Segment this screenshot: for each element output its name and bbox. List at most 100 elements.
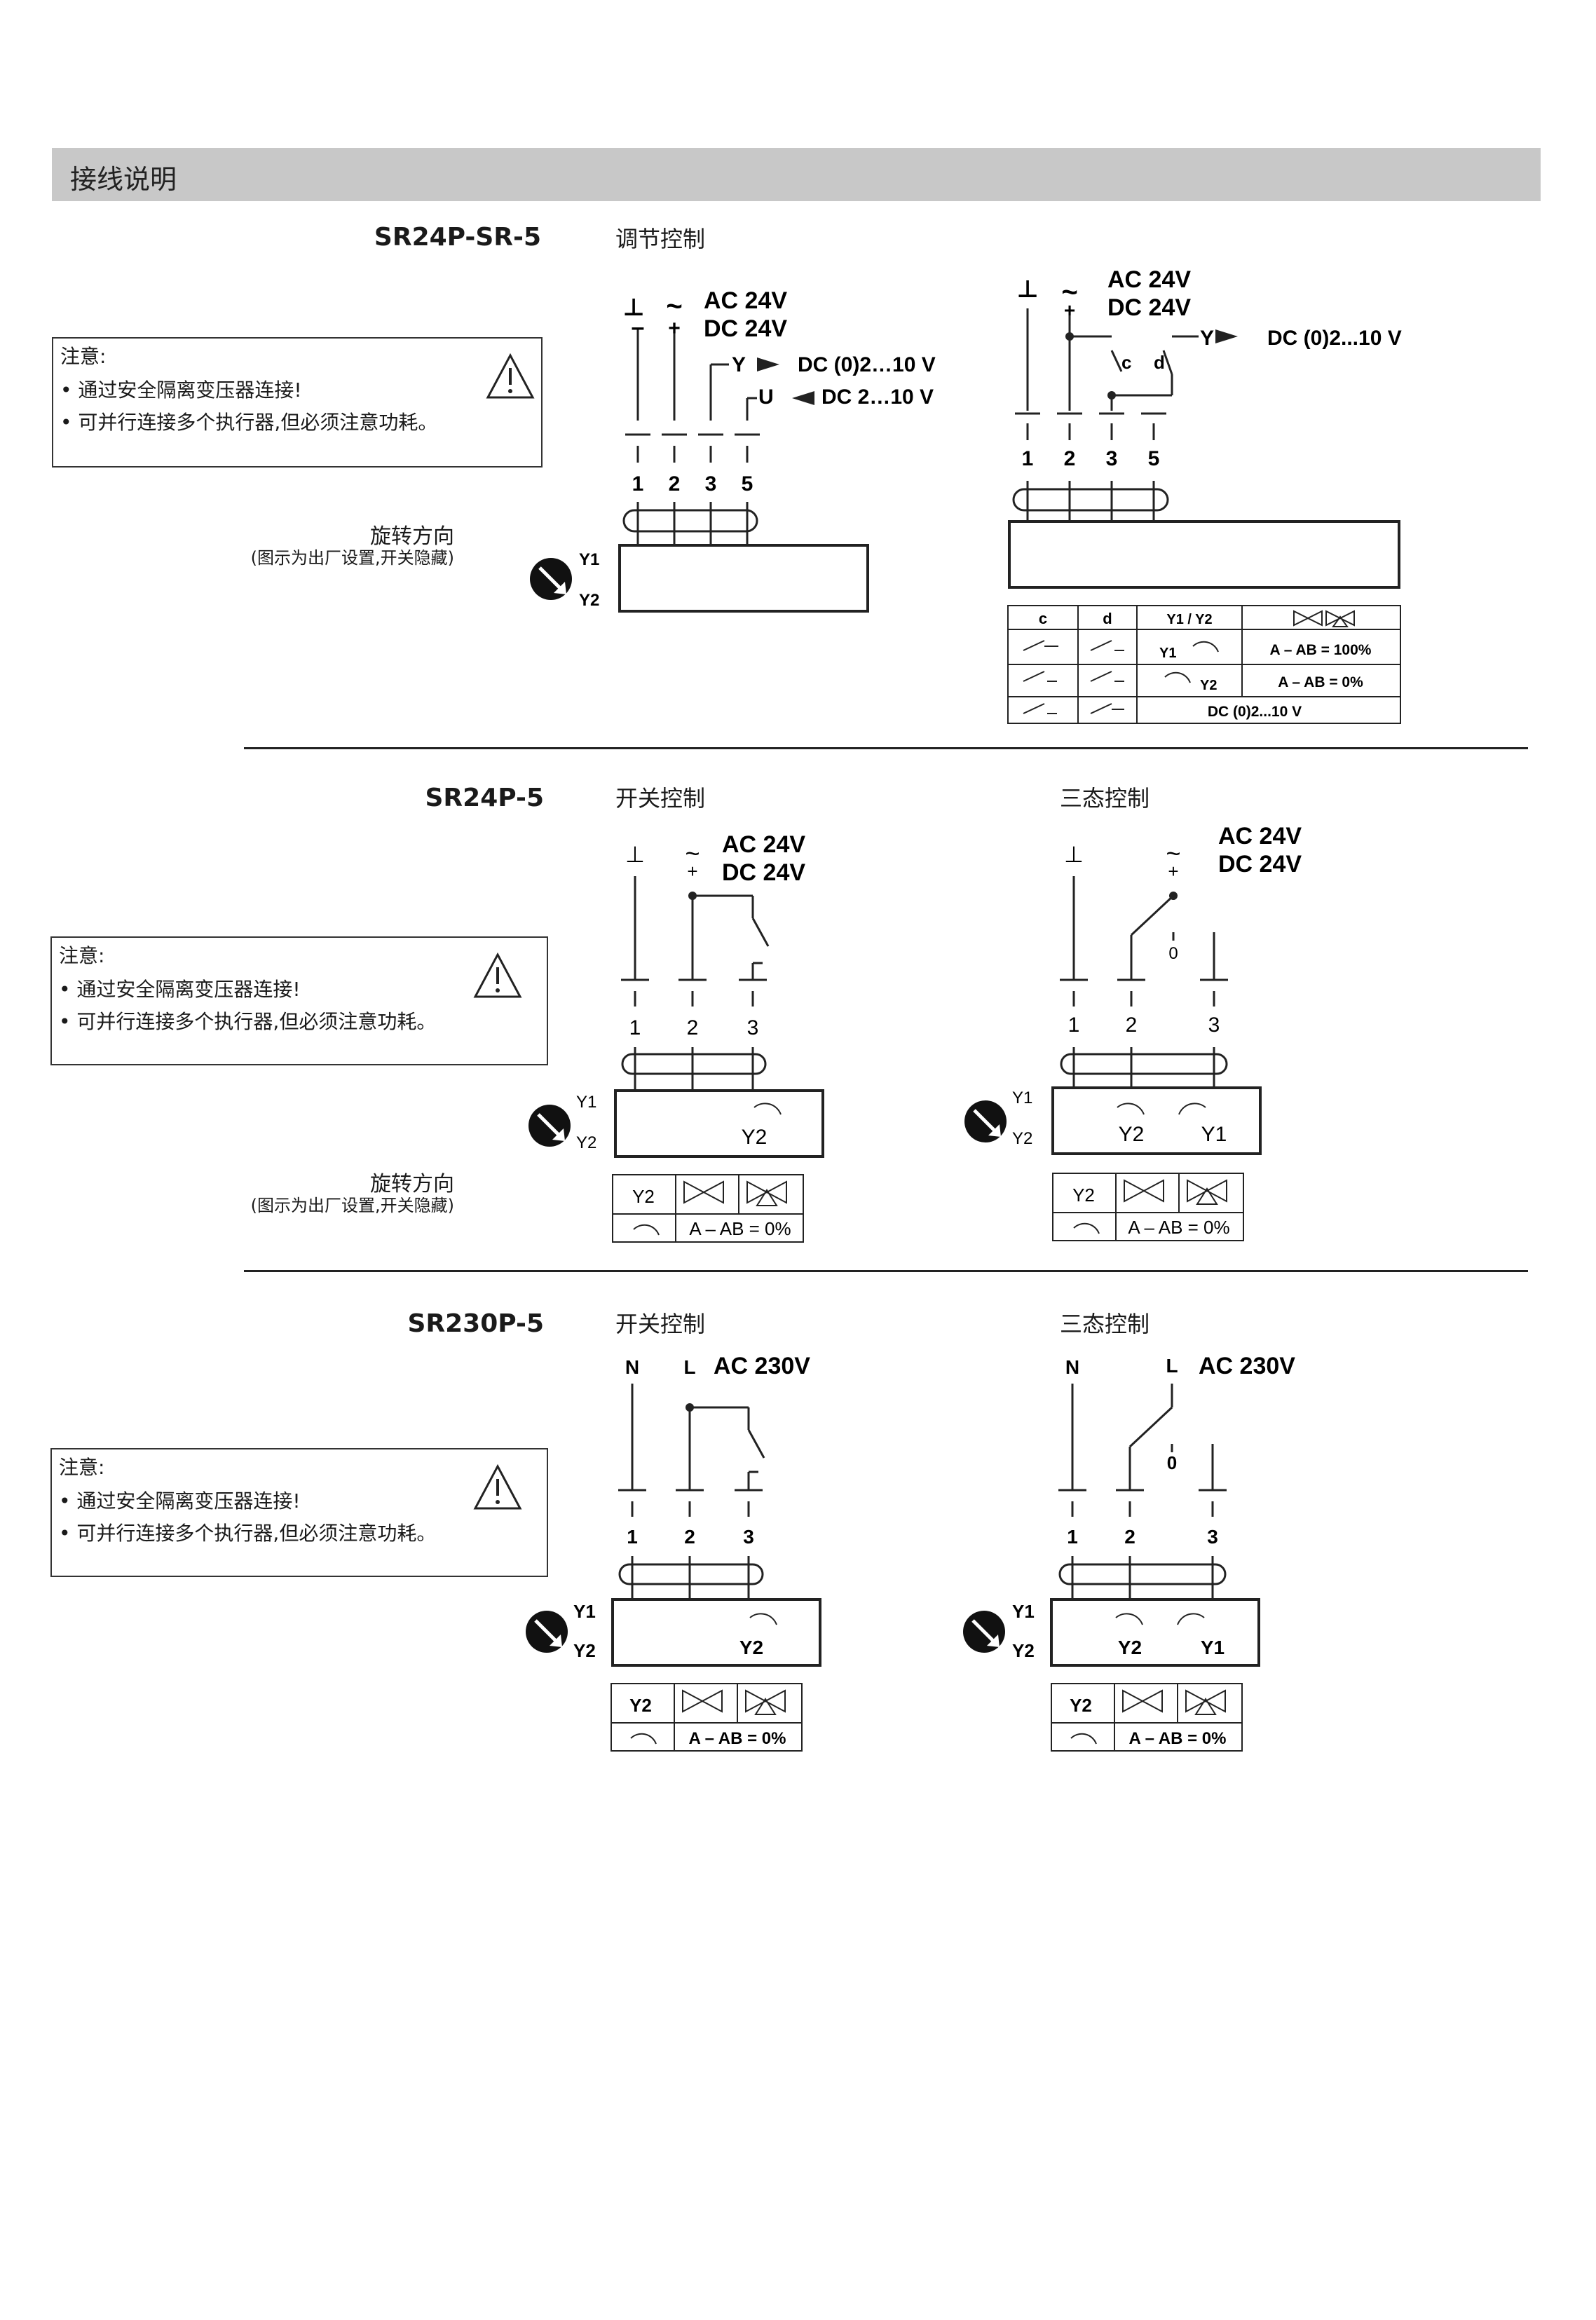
- rotation-knob-icon: [526, 1611, 568, 1653]
- diagram-label: Y2: [1070, 1695, 1092, 1716]
- wiring-diagram-sr24p-sr-5: ⊥ – ~ + AC 24V DC 24V Y DC (0)2…10 V U D…: [530, 266, 1402, 724]
- diagram-label: 3: [1208, 1014, 1220, 1037]
- note-line-1: • 通过安全隔离变压器连接!: [59, 978, 301, 1001]
- diagram-label: 3: [1106, 447, 1118, 470]
- note-title: 注意:: [59, 944, 105, 967]
- diagram-label: Y1: [1201, 1637, 1225, 1658]
- diagram-label: DC (0)2...10 V: [1267, 327, 1402, 350]
- diagram-label: Y2: [1119, 1123, 1145, 1146]
- diagram-label: A – AB = 0%: [1128, 1217, 1229, 1238]
- diagram-label: Y1: [1012, 1601, 1035, 1622]
- diagram-label: 2: [687, 1016, 699, 1039]
- warning-icon: [473, 1463, 522, 1510]
- diagram-label: 5: [1148, 447, 1160, 470]
- diagram-label: DC 2…10 V: [821, 385, 934, 409]
- control-type-onoff: 开关控制: [615, 785, 706, 812]
- diagram-label: ⊥: [625, 842, 645, 867]
- diagram-label: DC 24V: [1107, 294, 1191, 321]
- diagram-label: 2: [1126, 1014, 1138, 1037]
- diagram-label: 1: [1067, 1526, 1078, 1548]
- diagram-label: d: [1154, 352, 1165, 373]
- diagram-label: Y2: [573, 1640, 596, 1661]
- diagram-label: Y1: [1201, 1123, 1227, 1146]
- diagram-label: Y: [1200, 327, 1214, 350]
- control-type-3point-230: 三态控制: [1060, 1311, 1150, 1337]
- diagram-label: U: [758, 385, 774, 409]
- diagram-label: 2: [684, 1526, 695, 1548]
- control-type-onoff-230: 开关控制: [615, 1311, 706, 1337]
- diagram-label: Y1: [576, 1093, 596, 1112]
- diagram-label: AC 24V: [1107, 266, 1191, 293]
- diagram-label: AC 24V: [1218, 823, 1302, 849]
- diagram-label: AC 24V: [722, 831, 805, 858]
- diagram-label: d: [1103, 610, 1112, 627]
- diagram-label: Y1: [1012, 1089, 1032, 1107]
- diagram-label: 1: [1068, 1014, 1080, 1037]
- diagram-label: 3: [1207, 1526, 1218, 1548]
- supply-label-ac: AC 24V: [704, 287, 787, 314]
- diagram-label: DC 24V: [1218, 851, 1302, 878]
- warning-icon: [473, 952, 522, 998]
- diagram-label: Y2: [1012, 1640, 1035, 1661]
- diagram-label: N: [1065, 1356, 1079, 1378]
- diagram-label: Y2: [632, 1186, 655, 1207]
- diagram-label: c: [1039, 610, 1047, 627]
- rotation-knob-icon: [528, 1105, 571, 1147]
- diagram-label: A – AB = 0%: [689, 1218, 791, 1239]
- diagram-label: Y1 / Y2: [1166, 612, 1212, 627]
- diagram-label: Y2: [1072, 1185, 1095, 1206]
- diagram-label: DC (0)2...10 V: [1208, 704, 1302, 720]
- diagram-label: AC 230V: [714, 1353, 810, 1379]
- section-header: 接线说明: [52, 148, 1541, 201]
- diagram-label: Y1: [579, 550, 599, 569]
- rotation-title: 旋转方向: [370, 524, 454, 549]
- note-box-2: 注意: • 通过安全隔离变压器连接! • 可并行连接多个执行器,但必须注意功耗。: [50, 936, 548, 1065]
- diagram-label: 1: [632, 472, 644, 496]
- diagram-label: A – AB = 0%: [1278, 674, 1363, 690]
- diagram-label: +: [1064, 299, 1075, 321]
- rotation-subtitle: (图示为出厂设置,开关隐藏): [250, 1196, 454, 1215]
- diagram-label: +: [668, 317, 681, 340]
- note-line-2: • 可并行连接多个执行器,但必须注意功耗。: [59, 1010, 437, 1033]
- diagram-label: 2: [1124, 1526, 1135, 1548]
- diagram-label: Y2: [1012, 1129, 1032, 1148]
- note-line-1: • 通过安全隔离变压器连接!: [60, 378, 302, 402]
- diagram-label: 3: [705, 472, 717, 496]
- diagram-label: A – AB = 0%: [689, 1729, 786, 1748]
- diagram-label: 0: [1168, 944, 1178, 963]
- diagram-label: Y2: [1118, 1637, 1142, 1658]
- diagram-label: 1: [629, 1016, 641, 1039]
- diagram-label: ~: [1061, 277, 1077, 308]
- rotation-knob-icon: [964, 1100, 1007, 1142]
- note-line-2: • 可并行连接多个执行器,但必须注意功耗。: [60, 411, 438, 434]
- rotation-knob-icon: [963, 1611, 1005, 1653]
- diagram-label: ~: [685, 839, 700, 868]
- diagram-label: –: [632, 314, 645, 341]
- note-box-3: 注意: • 通过安全隔离变压器连接! • 可并行连接多个执行器,但必须注意功耗。: [50, 1448, 548, 1577]
- diagram-label: DC (0)2…10 V: [798, 353, 936, 376]
- diagram-label: 3: [743, 1526, 754, 1548]
- supply-label-dc: DC 24V: [704, 315, 787, 342]
- note-title: 注意:: [60, 345, 107, 368]
- model-sr24p-sr-5: SR24P-SR-5: [374, 223, 541, 252]
- diagram-label: +: [1168, 861, 1178, 882]
- diagram-label: 2: [1064, 447, 1076, 470]
- diagram-label: c: [1121, 352, 1131, 373]
- diagram-label: +: [687, 861, 697, 882]
- diagram-label: A – AB = 100%: [1270, 642, 1372, 658]
- diagram-label: Y2: [742, 1126, 768, 1149]
- diagram-label: AC 230V: [1199, 1353, 1295, 1379]
- diagram-label: Y2: [579, 591, 599, 610]
- diagram-label: 2: [669, 472, 681, 496]
- diagram-label: ~: [666, 291, 682, 322]
- control-type-3point: 三态控制: [1060, 785, 1150, 812]
- rotation-knob-icon: [530, 558, 572, 600]
- diagram-label: Y2: [1200, 678, 1217, 693]
- diagram-label: ⊥: [1064, 842, 1084, 867]
- note-line-1: • 通过安全隔离变压器连接!: [59, 1489, 301, 1513]
- diagram-label: Y2: [739, 1637, 763, 1658]
- wiring-diagram-sr230p-5: N L AC 230V 1 2 3 Y2 Y2 A – AB = 0% Y1 Y…: [526, 1353, 1295, 1752]
- note-line-2: • 可并行连接多个执行器,但必须注意功耗。: [59, 1522, 437, 1545]
- control-type-modulating: 调节控制: [615, 226, 706, 252]
- gnd-symbol: ⊥: [622, 294, 644, 321]
